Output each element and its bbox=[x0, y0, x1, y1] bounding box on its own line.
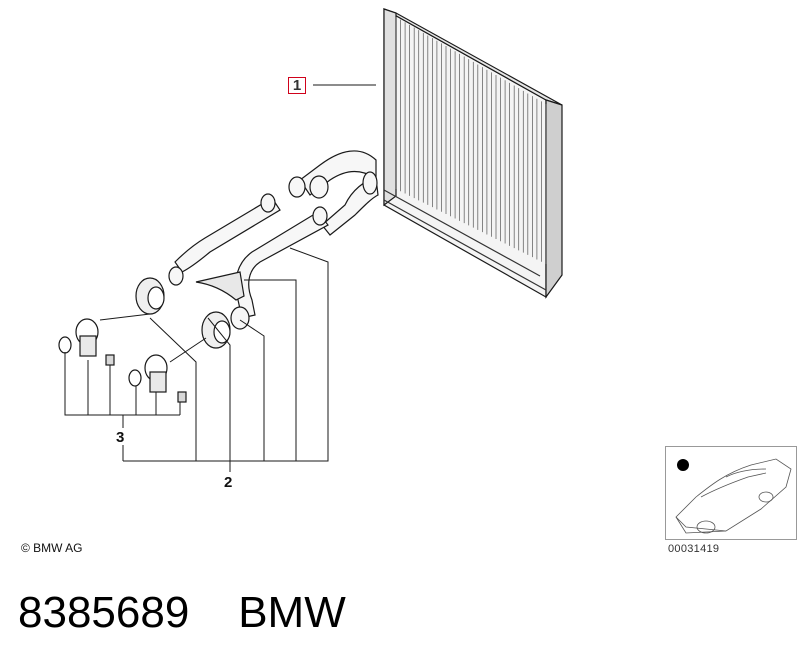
heater-core-fins bbox=[395, 17, 547, 264]
diagram-code: 00031419 bbox=[668, 543, 720, 555]
copyright-notice: © BMW AG bbox=[21, 541, 83, 555]
heater-pipes bbox=[168, 150, 379, 330]
brand-name: BMW bbox=[238, 588, 346, 637]
callout-part-1: 1 bbox=[288, 77, 306, 94]
car-location-icon bbox=[675, 458, 792, 534]
seal-grommets bbox=[135, 277, 231, 349]
caption: 8385689 BMW bbox=[18, 588, 346, 638]
location-dot-icon bbox=[677, 459, 689, 471]
leader-lines bbox=[64, 84, 376, 472]
callout-part-2: 2 bbox=[224, 474, 233, 491]
location-thumbnail bbox=[665, 446, 797, 540]
callout-part-3: 3 bbox=[116, 429, 125, 446]
part-number: 8385689 bbox=[18, 588, 190, 637]
heater-core bbox=[383, 7, 563, 299]
clamp-hardware bbox=[58, 318, 187, 403]
